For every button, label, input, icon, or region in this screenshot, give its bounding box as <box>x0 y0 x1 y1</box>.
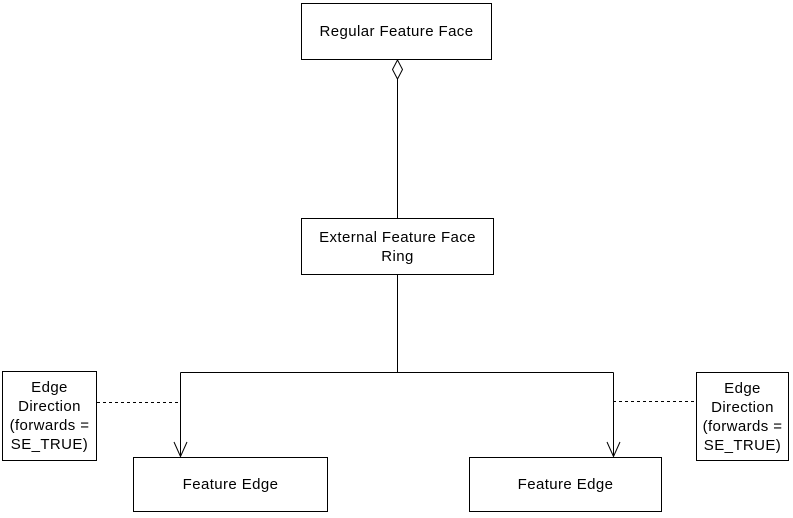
node-label-line: Direction <box>18 398 81 415</box>
node-feature-edge-left: Feature Edge <box>133 457 328 512</box>
node-edge-direction-right: Edge Direction (forwards = SE_TRUE) <box>696 372 789 461</box>
node-regular-feature-face: Regular Feature Face <box>301 3 492 60</box>
node-label-line: SE_TRUE) <box>10 436 89 453</box>
node-label: Feature Edge <box>182 476 279 493</box>
node-label: Feature Edge <box>517 476 614 493</box>
node-label-line: SE_TRUE) <box>703 436 782 454</box>
node-label-line: External Feature Face <box>319 228 476 246</box>
node-feature-edge-right: Feature Edge <box>469 457 662 512</box>
arrowhead-right-icon <box>606 441 621 458</box>
node-label-line: Ring <box>381 247 414 265</box>
aggregation-diamond-icon <box>391 58 404 81</box>
node-label-line: Direction <box>711 398 774 416</box>
node-edge-direction-left: Edge Direction (forwards = SE_TRUE) <box>2 371 97 461</box>
node-label-line: (forwards = <box>9 417 90 434</box>
node-label: Regular Feature Face <box>319 23 474 40</box>
node-label-line: (forwards = <box>702 417 783 435</box>
node-external-feature-face-ring: External Feature Face Ring <box>301 218 494 275</box>
node-label-line: Edge <box>31 379 68 396</box>
arrowhead-left-icon <box>173 441 188 458</box>
node-label-line: Edge <box>724 379 761 397</box>
